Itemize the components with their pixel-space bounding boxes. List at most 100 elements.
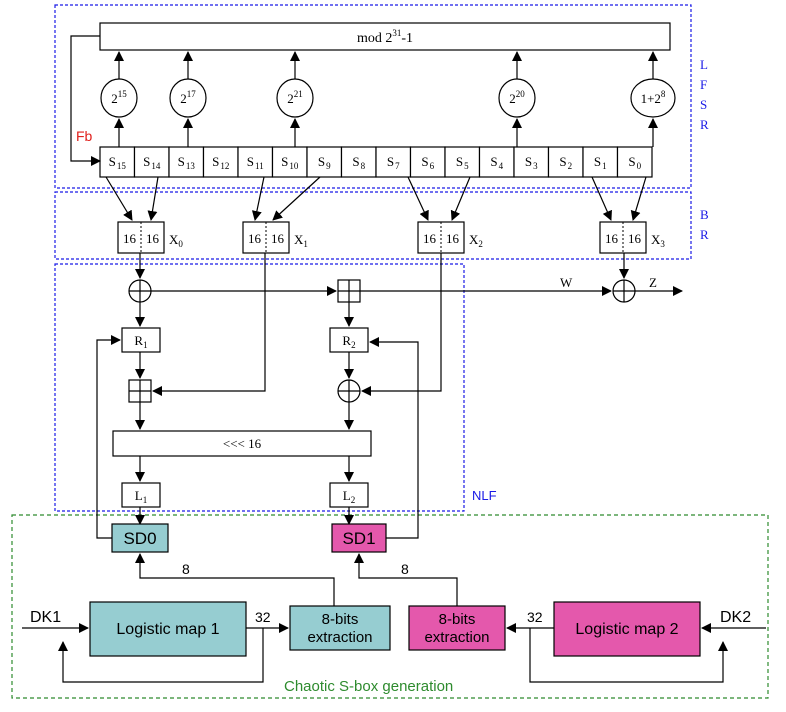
lfsr-cell-label: S13 <box>178 154 196 171</box>
br-word-name: X0 <box>169 232 183 249</box>
l1-label: L1 <box>135 488 147 505</box>
coefficient-label: 1+28 <box>641 89 666 106</box>
xor-top <box>128 279 152 303</box>
nlf-label: NLF <box>472 488 497 503</box>
lfsr-cell-label: S10 <box>281 154 299 171</box>
lfsr-cell <box>444 146 481 178</box>
lfsr-cell <box>582 146 619 178</box>
rotate-label: <<< 16 <box>223 436 262 451</box>
lfsr-cell-label: S9 <box>318 154 331 171</box>
br-word-name: X2 <box>469 232 483 249</box>
br-word-name: X3 <box>651 232 665 249</box>
br-word-lo: 16 <box>446 231 460 246</box>
lfsr-cell-label: S7 <box>387 154 400 171</box>
bits32-label-left: 32 <box>255 609 271 625</box>
lfsr-cell-label: S1 <box>594 154 607 171</box>
lfsr-region-frame <box>54 4 692 189</box>
br-side-label: B R <box>700 207 709 242</box>
bits8-label-right: 8 <box>401 561 409 577</box>
br-arrows <box>105 176 647 221</box>
br-word-lo: 16 <box>146 231 160 246</box>
lfsr-side-letter: R <box>700 117 709 132</box>
w-label: W <box>560 275 573 290</box>
logistic-map-1-box <box>89 601 247 657</box>
sbox-region-label: Chaotic S-box generation <box>284 678 453 695</box>
coefficient-label: 215 <box>111 89 127 106</box>
lfsr-cell-label: S8 <box>352 154 365 171</box>
xor-mid <box>337 379 361 403</box>
coefficient-label: 221 <box>287 89 303 106</box>
br-region-frame <box>54 191 692 260</box>
extract-2-box <box>408 605 506 651</box>
lfsr-cell-label: S4 <box>490 154 503 171</box>
lfsr-cell <box>133 146 170 178</box>
br-word-hi: 16 <box>423 231 437 246</box>
bits8-label-left: 8 <box>182 561 190 577</box>
lfsr-cell <box>616 146 653 178</box>
mod-label: mod 231-1 <box>357 28 413 46</box>
dk1-label: DK1 <box>30 609 61 626</box>
r1-box <box>121 327 161 353</box>
sd1-box <box>331 523 387 553</box>
r1-label: R1 <box>134 333 147 350</box>
br-word-lo: 16 <box>628 231 642 246</box>
feedback-line <box>70 35 101 166</box>
br-word-hi: 16 <box>123 231 137 246</box>
l1-box <box>121 482 161 508</box>
modadd-top <box>337 279 361 303</box>
lfsr-cell <box>513 146 550 178</box>
lfsr-cell <box>271 146 308 178</box>
lfsr-cell <box>340 146 377 178</box>
mod-box <box>99 22 671 51</box>
lfsr-side-letter: L <box>700 57 708 72</box>
lfsr-cell-label: S14 <box>143 154 161 171</box>
lfsr-side-label: L F S R <box>700 57 709 132</box>
modadd-mid <box>128 379 152 403</box>
logistic-map-2-label: Logistic map 2 <box>575 621 678 638</box>
lfsr-side-letter: S <box>700 97 707 112</box>
br-side-letter: R <box>700 227 709 242</box>
xor-output <box>612 279 636 303</box>
lfsr-cell-label: S5 <box>456 154 469 171</box>
nlf-wires <box>96 253 683 539</box>
lfsr-cell-label: S15 <box>109 154 127 171</box>
bits32-label-right: 32 <box>527 609 543 625</box>
sd1-label: SD1 <box>342 529 375 548</box>
lfsr-cell-label: S2 <box>559 154 572 171</box>
sbox-region-frame <box>11 514 769 699</box>
br-side-letter: B <box>700 207 709 222</box>
br-word-name: X1 <box>294 232 308 249</box>
br-word-hi: 16 <box>605 231 619 246</box>
fb-label: Fb <box>76 128 93 144</box>
r2-box <box>329 327 369 353</box>
lfsr-cell <box>168 146 205 178</box>
sd0-box <box>111 523 169 553</box>
dk2-label: DK2 <box>720 609 751 626</box>
lfsr-cell-label: S6 <box>421 154 434 171</box>
nlf-region-frame <box>54 263 465 512</box>
rotate-box <box>112 430 372 457</box>
lfsr-cell-label: S3 <box>525 154 538 171</box>
br-word-hi: 16 <box>248 231 262 246</box>
coefficient-label: 220 <box>509 89 525 106</box>
lfsr-cell-label: S0 <box>628 154 641 171</box>
lfsr-cell-label: S11 <box>247 154 264 171</box>
logistic-map-2-box <box>553 601 701 657</box>
logistic-map-1-label: Logistic map 1 <box>116 621 219 638</box>
l2-box <box>329 482 369 508</box>
lfsr-cell <box>375 146 412 178</box>
extract-1-box <box>289 605 391 651</box>
br-word-lo: 16 <box>271 231 285 246</box>
lfsr-cell <box>547 146 584 178</box>
sd0-label: SD0 <box>123 529 156 548</box>
coefficient-label: 217 <box>180 89 196 106</box>
lfsr-cell-label: S12 <box>212 154 229 171</box>
lfsr-side-letter: F <box>700 77 707 92</box>
sbox-wires <box>22 553 766 683</box>
r2-label: R2 <box>342 333 355 350</box>
lfsr-cell <box>409 146 446 178</box>
l2-label: L2 <box>343 488 355 505</box>
